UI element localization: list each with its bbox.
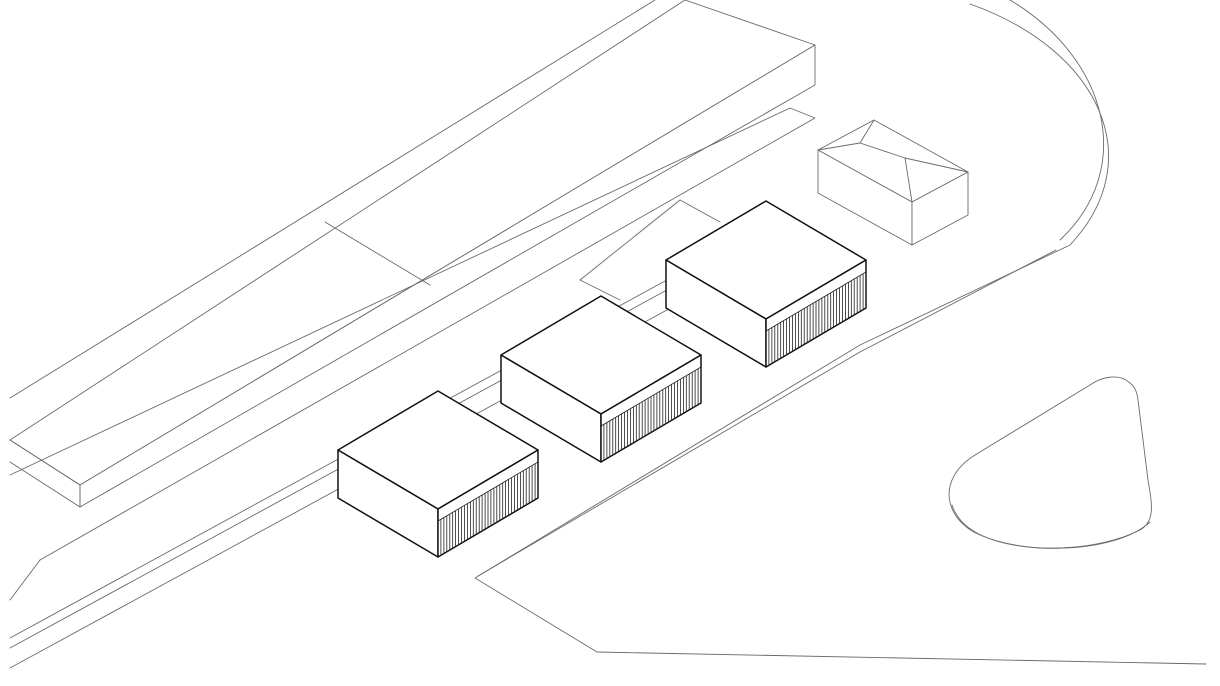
pavilion-3-slats [765,271,867,367]
track-line [579,279,621,301]
pavilion-1-slats [437,461,539,557]
island-outline [948,376,1152,549]
long-building-roof-divider [324,221,431,286]
small-house-ridge [859,142,906,159]
lower-slab [9,107,816,601]
track-line [679,199,721,223]
small-house-hip [817,142,861,151]
road-curve-inner [1009,0,1104,241]
facade-slat-head [765,271,867,332]
facade-slat-head [437,461,539,522]
small-house-side-face [911,171,969,246]
long-building-left-face [9,439,81,486]
pavilion-1 [337,390,539,558]
small-house-hip [904,157,913,203]
track-line [579,199,681,281]
small-house-hip [904,157,969,173]
small-house [817,119,969,246]
facade-slat-head [600,366,702,427]
site-boundary [474,0,1207,665]
island [948,376,1152,549]
small-house-hip [859,119,875,144]
road-curve [474,3,1207,665]
pavilion-2-slats [600,366,702,462]
long-building [9,0,816,508]
track-line [9,0,656,399]
lower-slab-edge [9,559,41,601]
pavilion-3 [665,200,867,368]
island-kerb [951,504,1151,549]
road-kerb [477,249,1057,577]
lower-slab-outline [9,107,816,561]
pavilion-2 [500,295,702,463]
